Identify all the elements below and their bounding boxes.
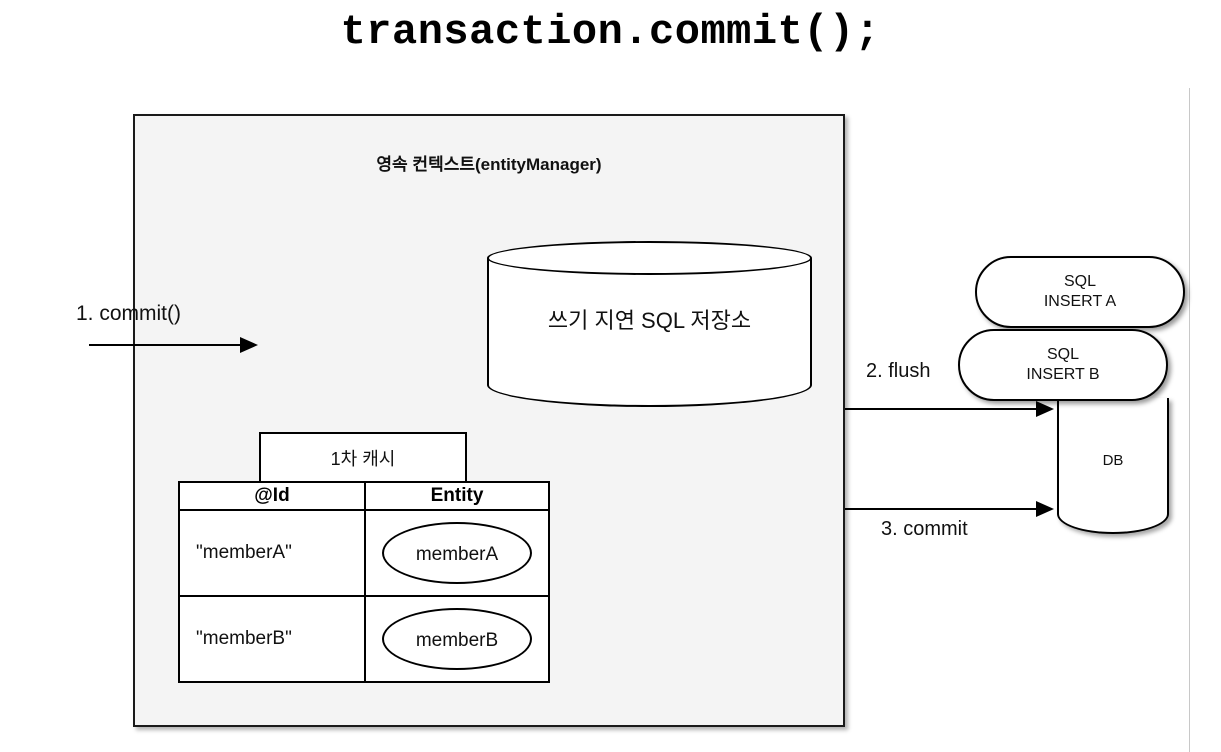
cell-id: "memberB" <box>178 595 366 683</box>
cell-entity: memberB <box>364 595 550 683</box>
write-behind-sql-store-cylinder: 쓰기 지연 SQL 저장소 <box>487 241 812 407</box>
database-cylinder: DB <box>1057 398 1169 534</box>
sql-insert-b-pill: SQL INSERT B <box>958 329 1168 401</box>
sql-insert-a-line1: SQL <box>1063 272 1096 290</box>
cell-entity: memberA <box>364 509 550 597</box>
first-level-cache-table: @Id Entity "memberA" memberA "memberB" m… <box>178 481 550 683</box>
sql-insert-b-line2: INSERT B <box>1026 366 1100 383</box>
flush-arrow-head-icon <box>1036 401 1054 417</box>
first-level-cache-tab: 1차 캐시 <box>259 432 467 482</box>
first-level-cache-tab-label: 1차 캐시 <box>330 449 396 469</box>
database-label: DB <box>1102 452 1124 469</box>
cylinder-body <box>487 258 812 407</box>
table-header-row: @Id Entity <box>178 481 550 511</box>
page-title: transaction.commit(); <box>340 8 881 56</box>
column-header-entity: Entity <box>364 481 550 511</box>
sql-insert-b-line1: SQL <box>1046 345 1079 363</box>
table-row: "memberA" memberA <box>178 509 550 597</box>
entity-ellipse: memberB <box>382 608 532 670</box>
sql-insert-a-line2: INSERT A <box>1043 293 1117 310</box>
flush-arrow-line <box>845 408 1040 410</box>
column-header-id: @Id <box>178 481 366 511</box>
sql-insert-a-pill: SQL INSERT A <box>975 256 1185 328</box>
flush-arrow-label: 2. flush <box>866 360 931 382</box>
cell-id: "memberA" <box>178 509 366 597</box>
persistence-context-title: 영속 컨텍스트(entityManager) <box>376 155 602 174</box>
write-behind-sql-store-label: 쓰기 지연 SQL 저장소 <box>547 308 752 333</box>
commit-in-arrow-label: 1. commit() <box>76 302 181 325</box>
table-row: "memberB" memberB <box>178 595 550 683</box>
entity-ellipse: memberA <box>382 522 532 584</box>
commit-in-arrow-line <box>89 344 244 346</box>
cylinder-top-ellipse <box>487 241 812 275</box>
database-cylinder-body <box>1057 398 1169 534</box>
commit-out-arrow-head-icon <box>1036 501 1054 517</box>
commit-out-arrow-line <box>845 508 1040 510</box>
commit-out-arrow-label: 3. commit <box>881 518 968 540</box>
commit-in-arrow-head-icon <box>240 337 258 353</box>
page-edge-rule <box>1189 88 1190 752</box>
